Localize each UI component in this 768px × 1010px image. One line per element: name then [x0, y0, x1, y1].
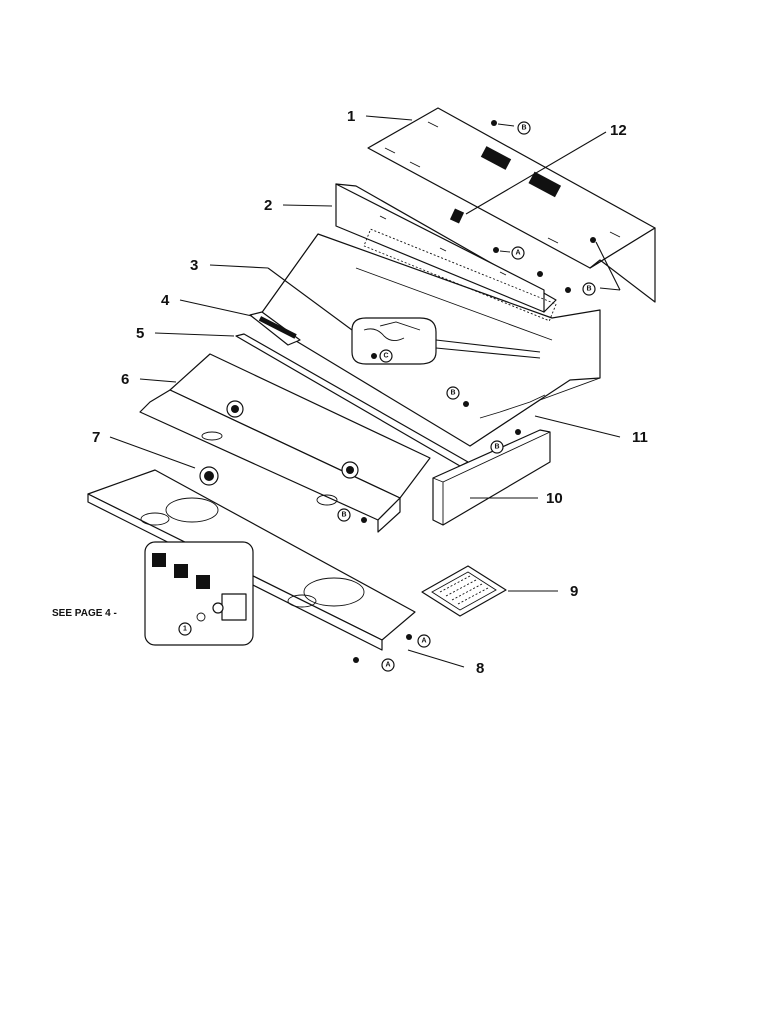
fastener-a-3 [381, 658, 395, 672]
fastener-c-label: C [383, 353, 388, 360]
callout-7: 7 [92, 429, 100, 446]
fastener-b-1-label: B [521, 125, 526, 132]
part-6-tray [139, 353, 431, 533]
callout-10: 10 [546, 490, 563, 507]
fastener-a-1 [511, 246, 525, 260]
fastener-b-4-label: B [494, 444, 499, 451]
leader-lines [109, 115, 621, 668]
part-2-rear-panel [335, 183, 557, 313]
callout-12: 12 [610, 122, 627, 139]
fastener-b-2 [582, 282, 596, 296]
fastener-b-3 [446, 386, 460, 400]
fastener-b-3-label: B [450, 390, 455, 397]
callout-9: 9 [570, 583, 578, 600]
fastener-b-5 [337, 508, 351, 522]
part-1-top-cover [367, 107, 656, 303]
fastener-1 [178, 622, 192, 636]
callout-8: 8 [476, 660, 484, 677]
fastener-b-4 [490, 440, 504, 454]
callout-2: 2 [264, 197, 272, 214]
fastener-b-5-label: B [341, 512, 346, 519]
callout-11: 11 [632, 429, 648, 446]
part-4-front-panel [249, 311, 301, 346]
detail-bubble-c [351, 317, 541, 365]
fastener-a-1-label: A [515, 250, 520, 257]
callout-6: 6 [121, 371, 129, 388]
callout-3: 3 [190, 257, 198, 274]
callout-1: 1 [347, 108, 355, 125]
fastener-a-2 [417, 634, 431, 648]
fastener-a-2-label: A [421, 638, 426, 645]
fastener-a-3-label: A [385, 662, 390, 669]
fasteners: B A B C B B B A A [337, 120, 596, 672]
see-page-label: SEE PAGE 4 - [52, 608, 117, 619]
part-10-bracket [432, 429, 551, 526]
fastener-b-1 [517, 121, 531, 135]
part-7-lamp-socket [199, 466, 219, 486]
callout-numbers: 1 2 3 4 5 6 7 8 9 10 11 12 [92, 108, 648, 677]
fastener-b-2-label: B [586, 286, 591, 293]
fastener-c [379, 349, 393, 363]
control-switch-box: 1 SEE PAGE 4 - [52, 541, 254, 646]
part-12-connector [449, 208, 465, 224]
callout-4: 4 [161, 292, 170, 309]
part-9-filter [421, 565, 507, 617]
fastener-1-label: 1 [183, 626, 187, 633]
callout-5: 5 [136, 325, 144, 342]
